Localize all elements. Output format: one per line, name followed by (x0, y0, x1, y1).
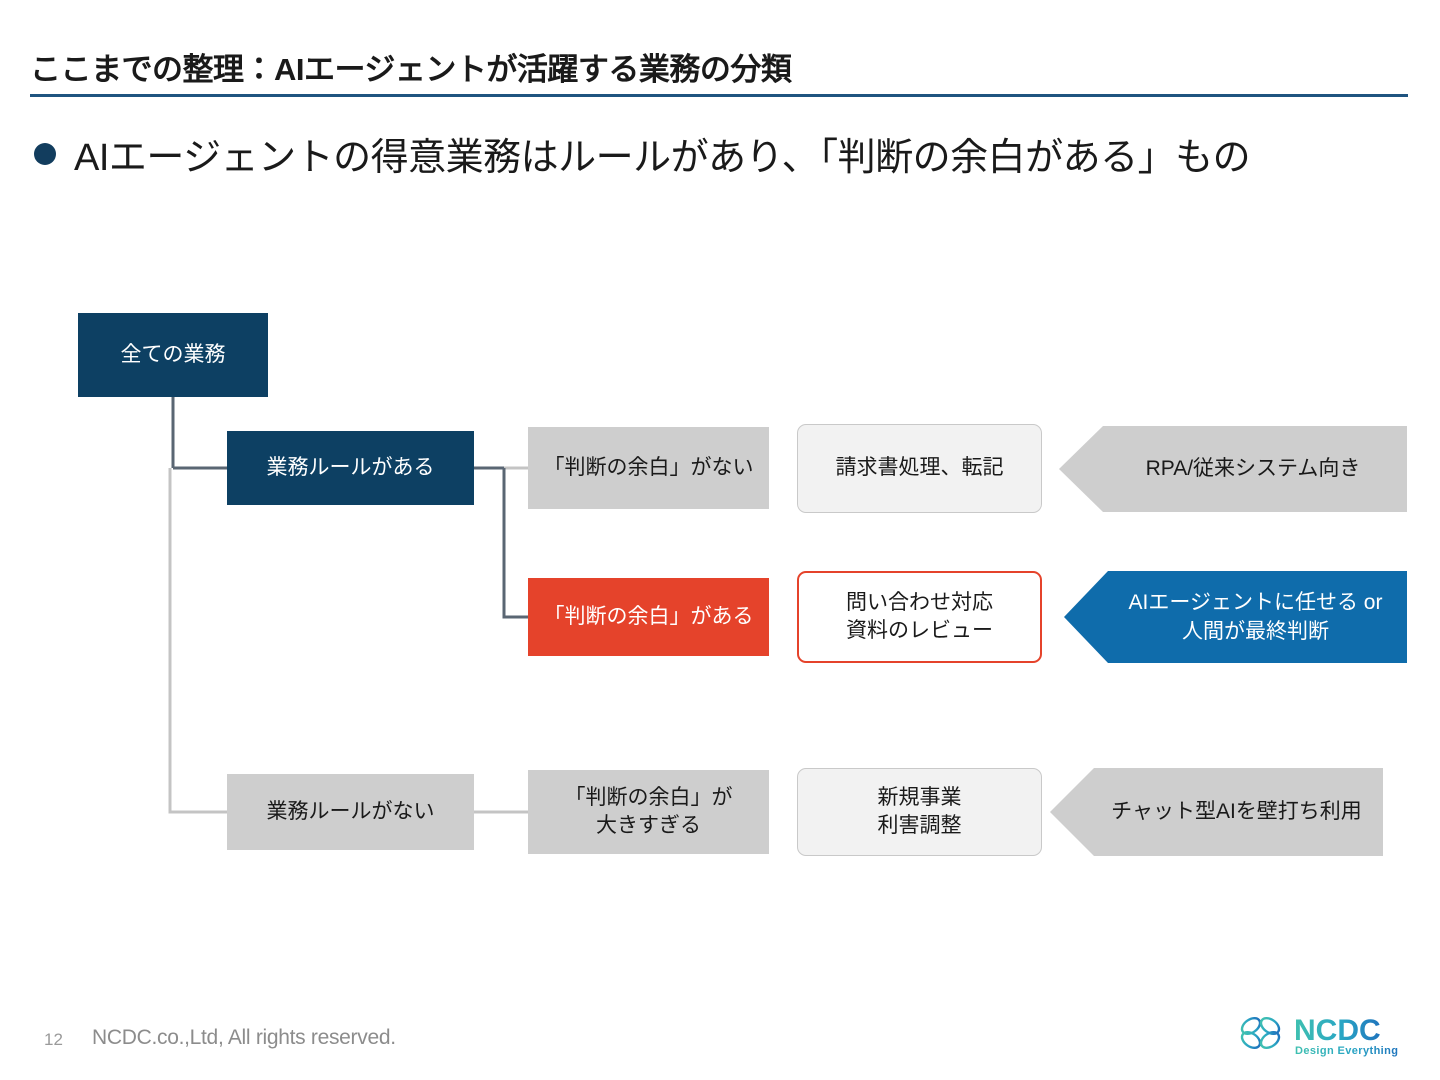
ncdc-flower-mark (1240, 1016, 1281, 1050)
subtitle-text: AIエージェントの得意業務はルールがあり、「判断の余白がある」もの (74, 137, 1251, 179)
subtitle-row: AIエージェントの得意業務はルールがあり、「判断の余白がある」もの (34, 126, 1251, 181)
node-category-rules-exist[interactable]: 業務ルールがある (227, 431, 474, 505)
node-example-invoice-processing[interactable]: 請求書処理、転記 (797, 424, 1042, 513)
callout-chat-ai-brainstorming[interactable]: チャット型AIを壁打ち利用 (1050, 768, 1383, 856)
page-title: ここまでの整理：AIエージェントが活躍する業務の分類 (30, 52, 792, 87)
page-number: 12 (44, 1030, 63, 1049)
filled-circle-bullet-icon (34, 142, 56, 165)
ncdc-logo-tagline: Design Everything (1295, 1045, 1398, 1057)
node-category-no-rules[interactable]: 業務ルールがない (227, 774, 474, 850)
node-condition-no-judgement-room[interactable]: 「判断の余白」がない (528, 427, 769, 509)
title-divider (30, 94, 1408, 97)
callout-delegate-to-ai-agent[interactable]: AIエージェントに任せる or 人間が最終判断 (1064, 571, 1407, 663)
copyright-text: NCDC.co.,Ltd, All rights reserved. (92, 1026, 396, 1049)
node-condition-too-much-judgement-room[interactable]: 「判断の余白」が 大きすぎる (528, 770, 769, 854)
ncdc-logo: NCDC Design Everything (1240, 1014, 1398, 1057)
node-example-new-business[interactable]: 新規事業 利害調整 (797, 768, 1042, 856)
node-example-inquiry-and-review[interactable]: 問い合わせ対応 資料のレビュー (797, 571, 1042, 663)
node-root[interactable]: 全ての業務 (78, 313, 268, 397)
callout-rpa-legacy-systems[interactable]: RPA/従来システム向き (1059, 426, 1407, 512)
ncdc-logo-wordmark: NCDC (1294, 1014, 1381, 1047)
node-condition-has-judgement-room[interactable]: 「判断の余白」がある (528, 578, 769, 656)
